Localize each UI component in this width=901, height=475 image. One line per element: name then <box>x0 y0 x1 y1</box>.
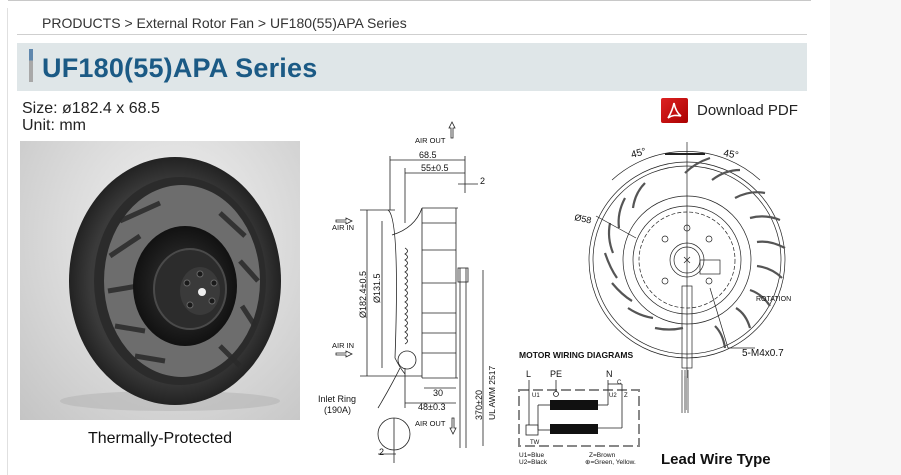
lead-spec: UL AWM 2517 <box>487 366 497 420</box>
rotation-label: ROTATION <box>756 296 791 303</box>
air-out-top-label: AIR OUT <box>415 136 446 145</box>
terminal-n: N <box>606 369 613 379</box>
product-page: PRODUCTS > External Rotor Fan > UF180(55… <box>7 0 811 475</box>
air-in-top-label: AIR IN <box>332 223 354 232</box>
dim-48: 48±0.3 <box>418 402 445 412</box>
fan-photo-illustration <box>60 157 281 411</box>
breadcrumb-external-rotor-fan[interactable]: External Rotor Fan <box>136 15 255 31</box>
u1-label: U1 <box>532 393 540 399</box>
angle-right: 45° <box>722 148 739 161</box>
breadcrumb-separator: > <box>257 15 267 31</box>
screw-spec: 5-M4x0.7 <box>742 348 784 359</box>
z-label: Z <box>624 393 628 399</box>
side-view-drawing: AIR OUT 68.5 55±0.5 2 AIR IN AIR IN Ø182… <box>318 121 497 463</box>
legend-z: Z=Brown <box>589 452 616 459</box>
dim-30: 30 <box>433 388 443 398</box>
breadcrumb-products[interactable]: PRODUCTS <box>42 15 121 31</box>
pdf-icon <box>661 98 688 123</box>
download-pdf-link[interactable]: Download PDF <box>661 98 798 123</box>
unit-label: Unit: mm <box>22 117 86 134</box>
dim-body-width: 55±0.5 <box>421 163 448 173</box>
size-label: Size: ø182.4 x 68.5 <box>22 100 160 117</box>
top-divider <box>8 0 811 1</box>
dim-overall-width: 68.5 <box>419 150 437 160</box>
breadcrumb-current: UF180(55)APA Series <box>270 15 407 31</box>
title-accent-bar <box>29 49 33 82</box>
lead-wire-caption: Lead Wire Type <box>661 451 771 468</box>
inlet-ring-label: Inlet Ring <box>318 394 356 404</box>
dim-inner-diameter: Ø131.5 <box>372 273 382 303</box>
capacitor-label: C <box>617 380 622 386</box>
breadcrumb-divider <box>17 34 807 35</box>
page-title: UF180(55)APA Series <box>42 53 318 83</box>
air-out-bottom-label: AIR OUT <box>415 419 446 428</box>
u2-label: U2 <box>609 393 617 399</box>
breadcrumb-separator: > <box>124 15 133 31</box>
dim-diameter: Ø182.4±0.5 <box>358 271 368 318</box>
tw-label: TW <box>530 440 540 446</box>
terminal-pe: PE <box>550 369 562 379</box>
photo-caption: Thermally-Protected <box>87 430 233 447</box>
left-divider <box>7 8 8 475</box>
breadcrumb: PRODUCTS > External Rotor Fan > UF180(55… <box>42 15 407 31</box>
detail-dim: 2 <box>379 447 384 457</box>
download-pdf-label: Download PDF <box>697 102 798 119</box>
wiring-diagram: MOTOR WIRING DIAGRAMS L PE N C U1 U2 Z T… <box>518 350 640 466</box>
dim-offset: 2 <box>480 176 485 186</box>
product-photo <box>20 141 300 420</box>
title-bar: UF180(55)APA Series <box>17 43 807 91</box>
front-view-drawing: 45° 45° Ø58 ROTATION 5-M4x0.7 <box>574 142 791 378</box>
legend-ground: ⊕=Green, Yellow. <box>585 459 636 466</box>
dim-hub: Ø58 <box>574 212 593 225</box>
dim-lead-length: 370±20 <box>474 390 484 420</box>
air-in-bottom-label: AIR IN <box>332 341 354 350</box>
inlet-ring-code: (190A) <box>324 405 351 415</box>
angle-left: 45° <box>630 146 647 161</box>
legend-u2: U2=Black <box>519 459 548 466</box>
legend-u1: U1=Blue <box>519 452 544 459</box>
wiring-title: MOTOR WIRING DIAGRAMS <box>519 350 633 360</box>
terminal-l: L <box>526 369 531 379</box>
lead-wires <box>681 370 689 413</box>
